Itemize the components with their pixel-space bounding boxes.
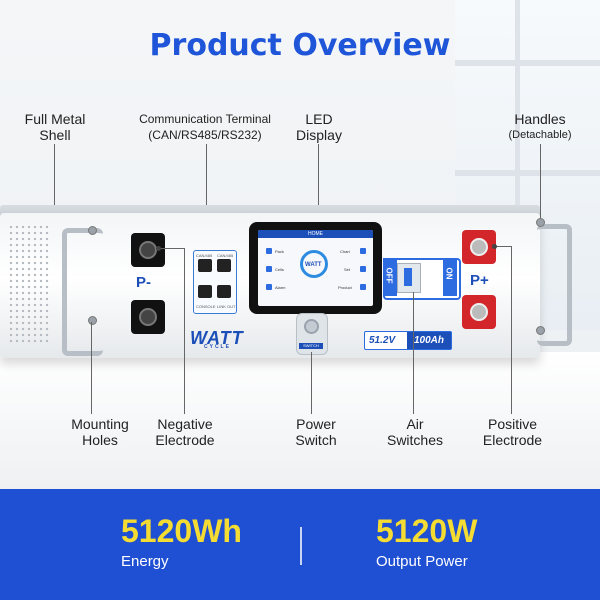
- negative-terminal-bottom[interactable]: [131, 300, 165, 334]
- switch-label: SWITCH: [299, 343, 323, 349]
- mounting-hole-bottom-left: [88, 316, 97, 325]
- callout-line-led: [318, 144, 319, 222]
- energy-label: Energy: [121, 553, 169, 570]
- left-handle[interactable]: [62, 228, 103, 356]
- positive-terminal-top[interactable]: [462, 230, 496, 264]
- console-port[interactable]: [198, 285, 212, 298]
- output-power-label: Output Power: [376, 553, 468, 570]
- callout-line-shell: [54, 144, 55, 252]
- label-communication-terminal: Communication Terminal(CAN/RS485/RS232): [139, 112, 271, 142]
- led-display-screen[interactable]: HOME Pack Cells Alarm WATT Chart Set Pro…: [258, 230, 373, 306]
- mounting-hole-top-left: [88, 226, 97, 235]
- energy-value: 5120Wh: [121, 513, 242, 549]
- callout-line-air: [413, 292, 414, 414]
- output-power-value: 5120W: [376, 513, 478, 549]
- callout-line-positive: [511, 246, 512, 414]
- callout-line-mounting: [91, 322, 92, 414]
- vent-grille: [8, 224, 50, 344]
- table-surface: [0, 352, 600, 492]
- negative-mark: P-: [136, 274, 151, 291]
- label-handles: Handles(Detachable): [508, 111, 572, 141]
- communication-ports: CAN/485 CAN/485 CONSOLE LINK OUT: [193, 250, 237, 314]
- positive-mark: P+: [470, 272, 489, 289]
- positive-terminal-bottom[interactable]: [462, 295, 496, 329]
- mounting-hole-bottom-right: [536, 326, 545, 335]
- air-switch-lever[interactable]: [404, 268, 412, 286]
- can-port-1[interactable]: [198, 259, 212, 272]
- callout-line-power: [311, 352, 312, 414]
- callout-line-comm: [206, 144, 207, 250]
- mounting-hole-top-right: [536, 218, 545, 227]
- air-off-label: OFF: [383, 258, 397, 296]
- can-port-2[interactable]: [217, 259, 231, 272]
- screen-logo-ring: [300, 250, 328, 278]
- right-handle[interactable]: [537, 224, 572, 346]
- callout-line-handles: [540, 144, 541, 222]
- stats-divider: [300, 527, 302, 565]
- callout-line-negative: [184, 248, 185, 414]
- air-on-label: ON: [443, 258, 457, 296]
- page-title: Product Overview: [149, 28, 451, 63]
- link-out-port[interactable]: [217, 285, 231, 298]
